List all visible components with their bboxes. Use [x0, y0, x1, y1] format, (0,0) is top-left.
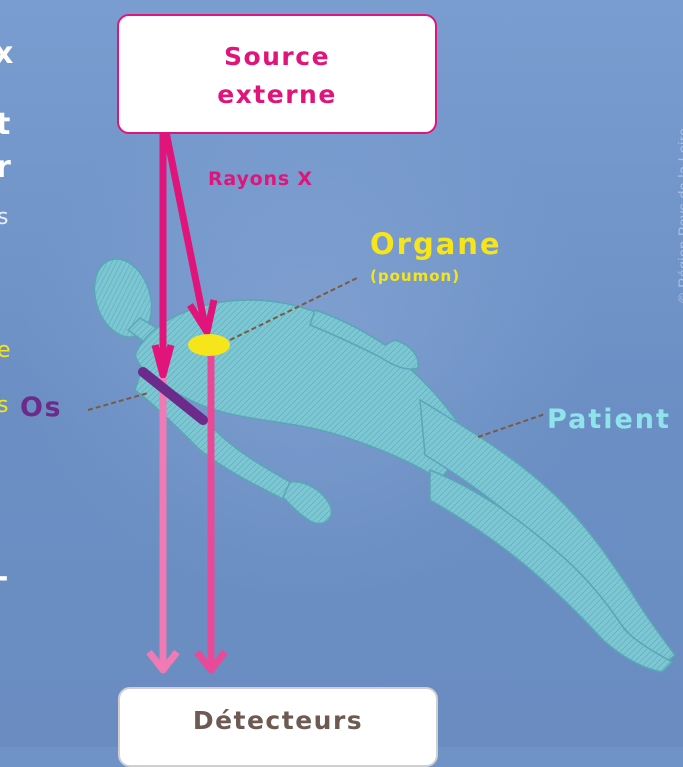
detectors-box: Détecteurs [118, 687, 438, 767]
organ-sub-label: (poumon) [370, 267, 460, 285]
patient-label: Patient [547, 404, 671, 435]
bone-label: Os [20, 392, 62, 423]
patient-leader-line [478, 414, 545, 437]
source-box: Source externe [117, 14, 437, 134]
organ-lung-shape [188, 334, 230, 356]
credit-text: © Région Pays de la Loire [675, 33, 683, 303]
bone-leader-line [88, 393, 148, 410]
patient-body-figure [85, 252, 675, 672]
rays-label: Rayons X [208, 168, 313, 190]
organ-label: Organe [370, 227, 502, 261]
source-label-line1: Source [119, 38, 435, 76]
source-label-line2: externe [119, 76, 435, 114]
